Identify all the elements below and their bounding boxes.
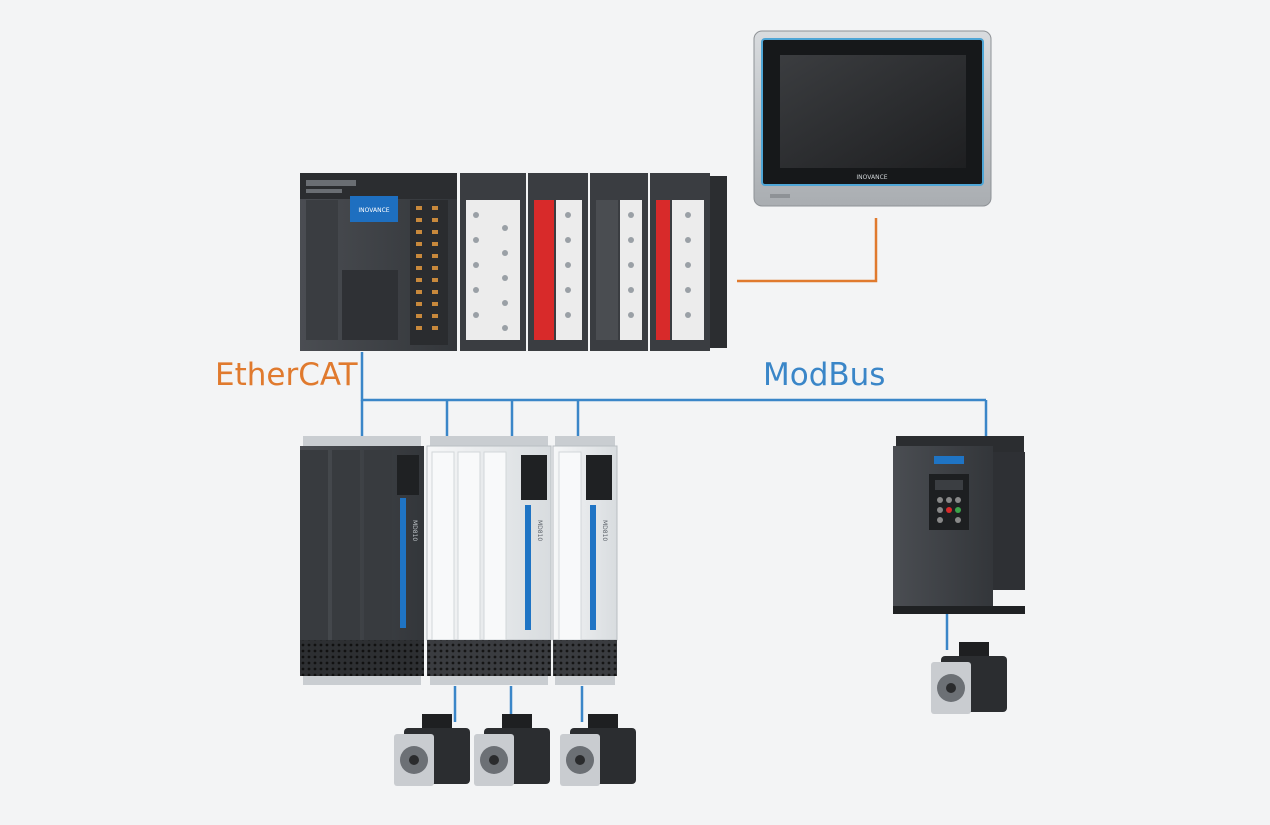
servo-drive-3: MD810 [552, 436, 618, 685]
io-module-2 [528, 173, 588, 351]
modbus-label: ModBus [763, 357, 886, 393]
servo-motor-2 [474, 714, 550, 786]
hmi-touch-panel: INOVANCE [753, 30, 992, 207]
io-module-3 [590, 173, 648, 351]
servo-motor-3 [560, 714, 636, 786]
servo-motor-1 [394, 714, 470, 786]
servo-drive-2: MD810 [426, 436, 552, 685]
servo-drive-1: MD810 [300, 436, 424, 685]
plc-rack: INOVANCE [300, 173, 727, 351]
connections [360, 218, 988, 722]
plc-logo: INOVANCE [358, 207, 389, 214]
servo-motor-4 [931, 642, 1007, 714]
drive-3-model: MD810 [601, 520, 608, 541]
io-terminal-screws [473, 212, 691, 331]
cpu-terminals [416, 206, 438, 330]
ethercat-label: EtherCAT [215, 357, 358, 393]
ethercat-trunk-line [360, 352, 986, 402]
io-module-4 [650, 173, 710, 351]
ac-drive-inverter [893, 436, 1025, 614]
io-module-1 [460, 173, 526, 351]
inverter-keypad [937, 497, 961, 523]
hmi-logo: INOVANCE [856, 174, 887, 181]
drive-1-model: MD810 [411, 520, 418, 541]
drive-2-model: MD810 [536, 520, 543, 541]
hmi-link-line [737, 218, 878, 283]
